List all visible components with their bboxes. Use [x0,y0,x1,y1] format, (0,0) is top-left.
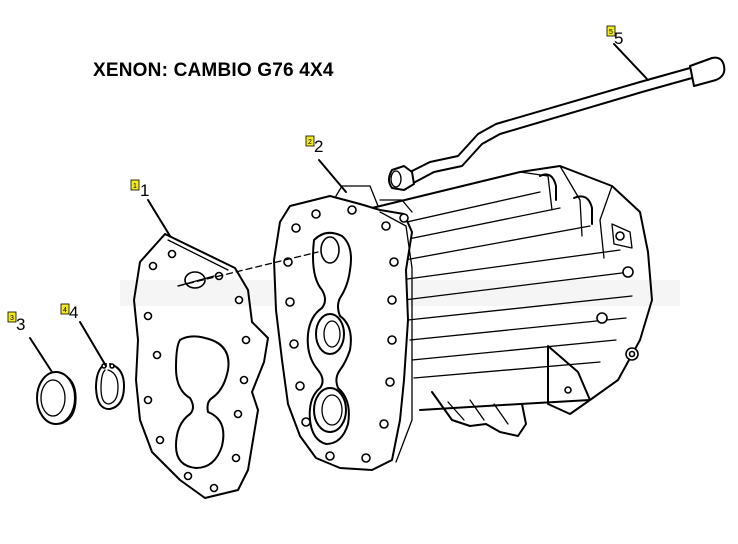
callout-number: 1 [140,181,149,200]
part-3-seal-ring [36,371,77,425]
callout-number: 3 [16,315,25,334]
callout-number: 2 [314,137,323,156]
leader-lines [29,43,649,373]
callout-tag [606,25,616,37]
callout-3[interactable]: 3 3 [7,311,25,334]
callout-tag-label: 2 [308,139,312,146]
callout-tag-label: 4 [63,307,67,314]
callout-number: 4 [69,303,78,322]
callout-4[interactable]: 4 4 [60,303,78,322]
callout-tag-label: 5 [609,29,613,36]
callout-5[interactable]: 5 5 [606,25,623,48]
callout-2[interactable]: 2 2 [305,135,323,156]
callout-number: 5 [614,29,623,48]
diagram-title: XENON: CAMBIO G76 4X4 [93,60,334,81]
callout-tag-label: 3 [10,315,14,322]
part-4-snap-ring [95,363,125,411]
callout-tag [305,135,315,147]
callout-tag [60,303,70,315]
part-1-gasket [133,233,269,499]
callout-tag-label: 1 [133,183,137,190]
callout-tag [7,311,17,323]
part-5-shift-rod [388,56,726,191]
callout-tag [130,179,140,191]
callout-1[interactable]: 1 1 [130,179,149,200]
part-2-gearbox-housing [177,165,653,471]
